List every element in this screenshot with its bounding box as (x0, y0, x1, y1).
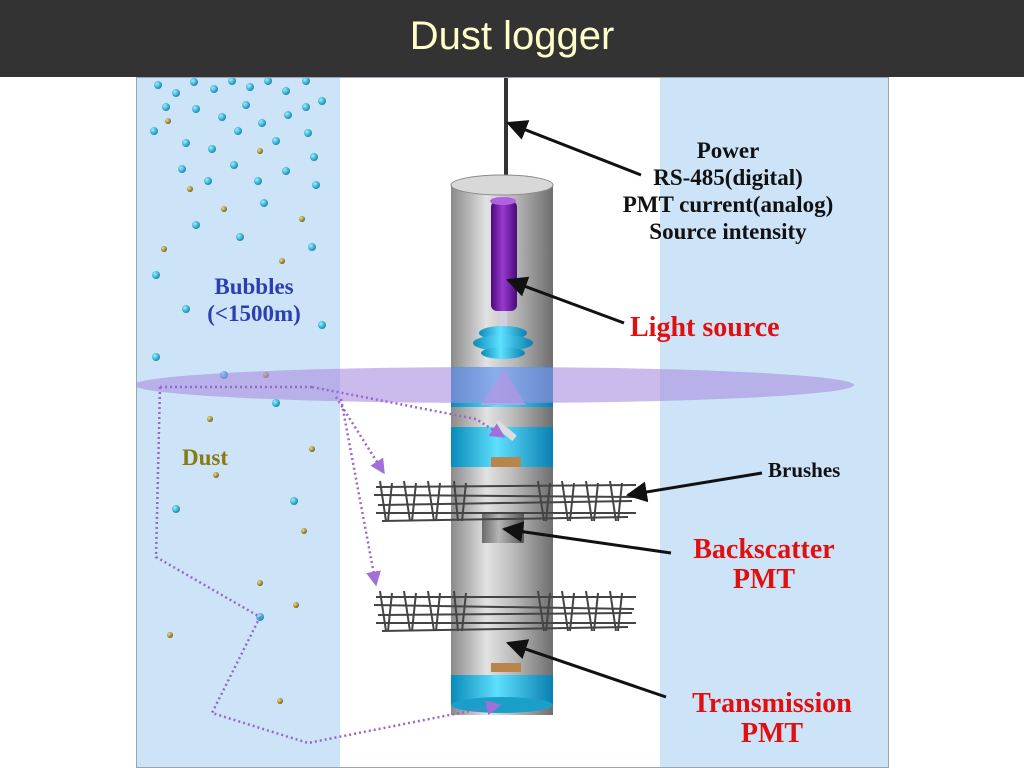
transmission-label-line2: PMT (740, 718, 804, 749)
light-source-label: Light source (630, 312, 780, 343)
title-bar: Dust logger (0, 0, 1024, 77)
bubbles-label: Bubbles (<1500m) (194, 273, 314, 327)
ice-panel-right (660, 77, 889, 768)
diagram-graphics (136, 77, 854, 745)
pointer-arrows (501, 120, 763, 699)
light-beam (136, 367, 854, 403)
pmt-current-label: PMT current(analog) (622, 192, 834, 217)
bubbles-label-line2: (<1500m) (207, 301, 301, 326)
source-intensity-label: Source intensity (649, 219, 807, 244)
bubbles-label-line1: Bubbles (214, 274, 294, 299)
brushes-lower (373, 590, 636, 632)
transmission-pmt-label: Transmission PMT (672, 689, 872, 749)
diagram-frame (136, 77, 889, 768)
dust-label: Dust (182, 445, 229, 470)
backscatter-pmt-label: Backscatter PMT (674, 535, 854, 595)
power-label: Power (696, 138, 760, 163)
brushes-upper (373, 480, 637, 522)
bubbles-group (150, 77, 326, 621)
slide-title: Dust logger (409, 14, 615, 58)
rs485-label: RS-485(digital) (653, 165, 803, 190)
power-label-block: Power RS-485(digital) PMT current(analog… (588, 137, 868, 245)
ice-panel-left (136, 77, 340, 768)
backscatter-label-line1: Backscatter (693, 534, 835, 565)
transmission-label-line1: Transmission (692, 688, 852, 719)
dust-particles-group (161, 118, 315, 704)
scatter-paths (154, 385, 506, 745)
backscatter-label-line2: PMT (732, 564, 796, 595)
dust-logger-diagram: Power RS-485(digital) PMT current(analog… (136, 77, 889, 768)
brushes-label: Brushes (768, 458, 841, 482)
